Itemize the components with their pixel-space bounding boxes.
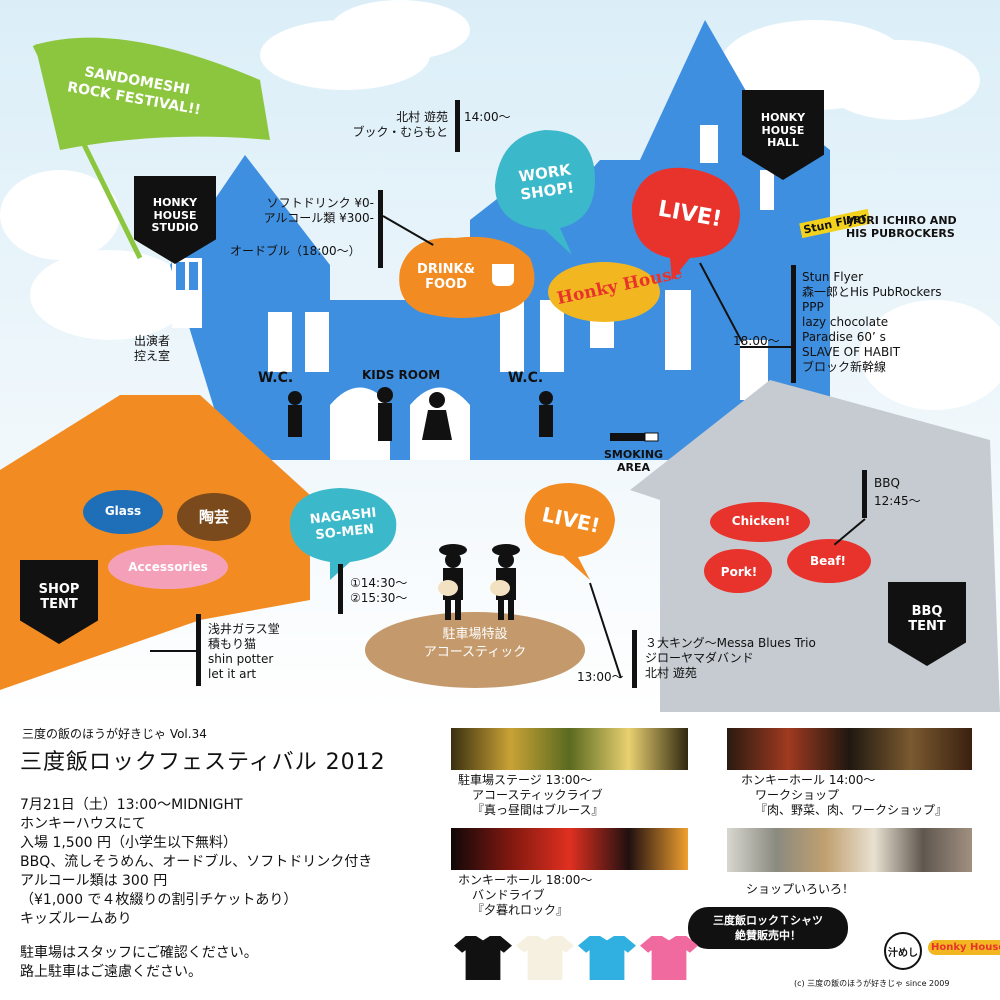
bbq-splats bbox=[704, 502, 871, 593]
workshop-names: 北村 遊苑 ブック・むらもと bbox=[352, 110, 448, 139]
tshirt-black bbox=[454, 936, 512, 980]
wc-label-right: W.C. bbox=[508, 370, 544, 386]
volume-label: 三度の飯のほうが好きじゃ Vol.34 bbox=[22, 727, 207, 741]
workshop-time: 14:00〜 bbox=[464, 110, 511, 124]
copyright: (c) 三度の飯のほうが好きじゃ since 2009 bbox=[794, 979, 950, 988]
live-hall-bar bbox=[791, 265, 796, 383]
live-bubble-shape bbox=[631, 167, 740, 280]
photo-caption-4: ショップいろいろ！ bbox=[746, 882, 855, 896]
bbq-info: BBQ 12:45〜 bbox=[874, 476, 921, 508]
parking-live-bubble-shape bbox=[524, 483, 615, 580]
parking-stage bbox=[365, 612, 585, 688]
parking-time: 13:00〜 bbox=[577, 670, 624, 684]
live-hall-acts: Stun Flyer 森一郎とHis PubRockers PPP lazy c… bbox=[802, 270, 942, 375]
accessories-label: Accessories bbox=[128, 560, 208, 574]
mori-ichiro-logo: MORI ICHIRO AND HIS PUBROCKERS bbox=[846, 214, 957, 240]
photo-workshop bbox=[727, 728, 972, 770]
chicken-label: Chicken! bbox=[731, 514, 791, 528]
tshirt-cream bbox=[516, 936, 574, 980]
kids-room-label: KIDS ROOM bbox=[362, 368, 441, 382]
workshop-bubble-shape bbox=[495, 130, 595, 255]
cloud bbox=[30, 250, 190, 340]
parking-acts: ３大キング〜Messa Blues Trio ジローヤマダバンド 北村 遊苑 bbox=[645, 636, 816, 680]
honky-house-logo-bg bbox=[548, 262, 660, 322]
photo-caption-3: ホンキーホール 18:00〜 バンドライブ 『夕暮れロック』 bbox=[458, 873, 593, 917]
tshirt-pink bbox=[640, 936, 698, 980]
photo-parking-stage bbox=[451, 728, 688, 770]
accessories-badge bbox=[108, 545, 228, 589]
photo-caption-1: 駐車場ステージ 13:00〜 アコースティックライブ 『真っ昼間はブルース』 bbox=[458, 773, 604, 817]
beaf-label: Beaf! bbox=[809, 554, 847, 568]
tshirt-sale-bubble: 三度飯ロックＴシャツ 絶賛販売中！ bbox=[688, 907, 848, 949]
act: 森一郎とHis PubRockers bbox=[802, 285, 942, 299]
drink-food-bubble: DRINK& FOOD bbox=[417, 262, 475, 292]
performer-waiting-room: 出演者 控え室 bbox=[134, 334, 171, 363]
smoking-area-label: SMOKING AREA bbox=[604, 448, 664, 474]
act: SLAVE OF HABIT bbox=[802, 345, 901, 359]
nagashi-times: ①14:30〜 ②15:30〜 bbox=[350, 576, 408, 605]
cloud bbox=[860, 300, 1000, 410]
live-hall-bubble: LIVE! bbox=[656, 196, 724, 232]
parking-bar bbox=[632, 630, 637, 688]
honky-house-footer-logo: Honky House bbox=[928, 940, 1000, 955]
live-hall-line2 bbox=[740, 346, 795, 348]
act: PPP bbox=[802, 300, 824, 314]
guitars bbox=[438, 580, 510, 596]
drink-hors-doeuvre: オードブル（18:00〜） bbox=[230, 244, 361, 258]
cloud bbox=[330, 0, 470, 60]
green-flag bbox=[35, 37, 270, 150]
shop-vendors: 浅井ガラス堂 積もり猫 shin potter let it art bbox=[208, 622, 280, 681]
photo-shops bbox=[727, 828, 972, 872]
event-title: 三度飯ロックフェスティバル 2012 bbox=[20, 750, 386, 775]
vendors-bar bbox=[196, 614, 201, 686]
nagashi-bubble-shape bbox=[289, 488, 397, 580]
cloud bbox=[820, 40, 980, 120]
pottery-badge bbox=[177, 493, 251, 541]
act: Stun Flyer bbox=[802, 270, 864, 284]
tshirt-blue bbox=[578, 936, 636, 980]
photo-band-live bbox=[451, 828, 688, 870]
arch-door bbox=[330, 387, 390, 460]
parking-notes: 駐車場はスタッフにご確認ください。 路上駐車はご遠慮ください。 bbox=[20, 945, 258, 980]
cloud bbox=[0, 170, 120, 260]
photo-caption-2: ホンキーホール 14:00〜 ワークショップ 『肉、野菜、肉、ワークショップ』 bbox=[741, 773, 948, 817]
nagashi-somen-bubble: NAGASHI SO-MEN bbox=[309, 505, 378, 543]
drink-bar bbox=[378, 190, 383, 268]
shirumeshi-logo: 汁めし bbox=[884, 932, 922, 970]
pottery-label: 陶芸 bbox=[198, 508, 229, 526]
kids-figures bbox=[288, 387, 553, 441]
act: ブロック新幹線 bbox=[802, 360, 887, 374]
event-details: 7月21日（土）13:00〜MIDNIGHT ホンキーハウスにて 入場 1,50… bbox=[20, 797, 373, 927]
drink-price-list: ソフトドリンク ¥0- アルコール類 ¥300- bbox=[263, 196, 374, 225]
workshop-bubble: WORK SHOP! bbox=[517, 160, 576, 204]
act: Paradise 60’ s bbox=[802, 330, 886, 344]
cup-icon bbox=[492, 264, 514, 286]
workshop-bar bbox=[455, 100, 460, 152]
guitar-players bbox=[439, 544, 520, 620]
pork-label: Pork! bbox=[720, 565, 758, 579]
bbq-bar bbox=[862, 470, 867, 518]
wc-label-left: W.C. bbox=[258, 370, 294, 386]
vendors-line bbox=[150, 650, 200, 652]
drink-bubble-shape bbox=[399, 236, 535, 319]
live-hall-time: 18:00〜 bbox=[733, 334, 780, 348]
parking-stage-label: 駐車場特設 アコースティック bbox=[423, 627, 527, 660]
glass-label: Glass bbox=[104, 504, 142, 518]
nagashi-bar bbox=[338, 564, 343, 614]
act: lazy chocolate bbox=[802, 315, 889, 329]
glass-badge bbox=[83, 490, 163, 534]
